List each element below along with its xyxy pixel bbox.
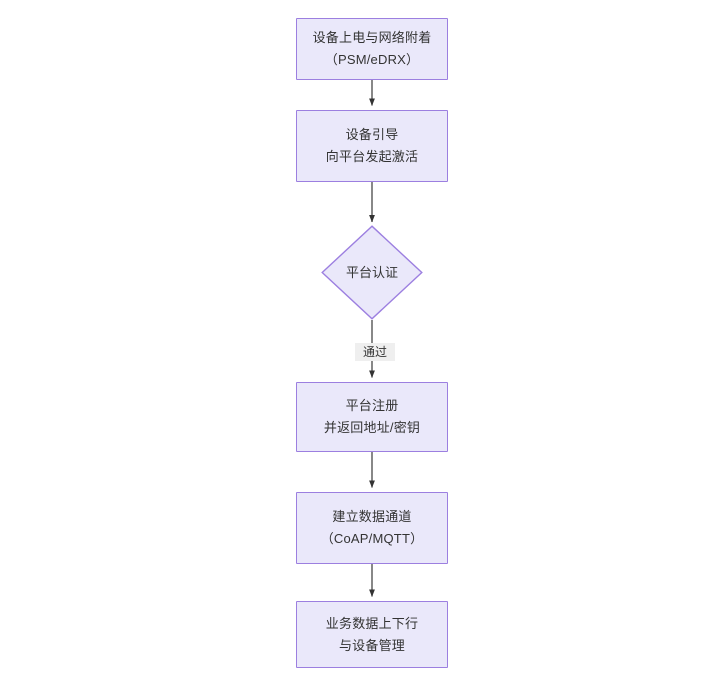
edge-label-pass: 通过 (355, 343, 395, 361)
node-power-on[interactable]: 设备上电与网络附着 （PSM/eDRX） (296, 18, 448, 80)
node-service-data-label: 业务数据上下行 与设备管理 (325, 615, 419, 653)
node-bootstrap-label: 设备引导 向平台发起激活 (325, 127, 419, 164)
node-data-channel-label: 建立数据通道 （CoAP/MQTT） (320, 509, 424, 546)
node-platform-auth[interactable]: 平台认证 (321, 225, 423, 320)
node-power-on-label: 设备上电与网络附着 （PSM/eDRX） (312, 30, 432, 67)
node-bootstrap[interactable]: 设备引导 向平台发起激活 (296, 110, 448, 182)
node-platform-register[interactable]: 平台注册 并返回地址/密钥 (296, 382, 448, 452)
diamond-shape (321, 225, 423, 320)
node-service-data[interactable]: 业务数据上下行 与设备管理 (296, 601, 448, 668)
node-platform-auth-label: 平台认证 (345, 264, 398, 280)
node-data-channel[interactable]: 建立数据通道 （CoAP/MQTT） (296, 492, 448, 564)
node-platform-register-label: 平台注册 并返回地址/密钥 (323, 398, 421, 435)
